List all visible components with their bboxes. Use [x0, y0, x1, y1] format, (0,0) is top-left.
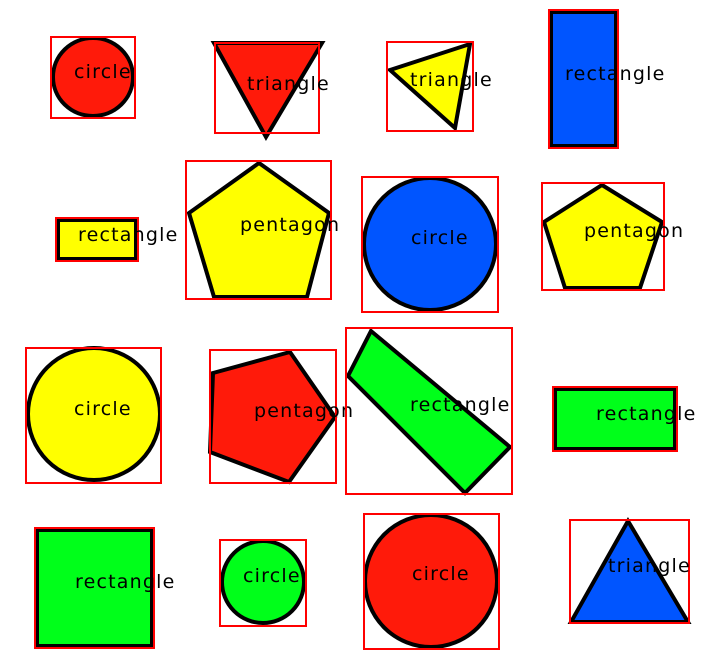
detection-box-12 [552, 386, 678, 452]
shape-13 [35, 528, 154, 648]
detection-box-1 [50, 36, 136, 119]
shape-item-2: triangle [210, 41, 330, 142]
shape-4 [549, 10, 618, 148]
shape-label-9: circle [74, 398, 132, 420]
shape-item-3: triangle [386, 41, 493, 132]
shape-item-4: rectangle [548, 9, 666, 149]
detection-box-8 [541, 182, 665, 291]
shape-6 [186, 160, 332, 299]
shape-label-10: pentagon [254, 400, 354, 422]
detection-box-11 [345, 327, 513, 495]
shape-item-13: rectangle [34, 527, 176, 649]
shape-8 [541, 182, 665, 290]
detection-box-4 [548, 9, 619, 149]
detection-box-3 [386, 41, 474, 132]
shape-label-1: circle [74, 61, 132, 83]
shape-label-6: pentagon [240, 214, 340, 236]
shape-item-5: rectangle [55, 217, 179, 262]
shape-label-13: rectangle [75, 571, 176, 593]
shape-3 [386, 41, 473, 132]
shape-label-14: circle [243, 565, 301, 587]
shape-label-8: pentagon [584, 220, 684, 242]
detection-box-15 [363, 513, 500, 650]
detection-box-10 [209, 349, 337, 484]
shape-item-7: circle [361, 176, 499, 313]
detection-box-9 [25, 347, 162, 484]
detection-box-6 [185, 160, 332, 300]
shape-item-12: rectangle [552, 386, 697, 452]
detection-box-5 [55, 217, 139, 262]
shape-item-16: triangle [567, 517, 692, 624]
detection-box-7 [361, 176, 499, 313]
shape-label-2: triangle [247, 73, 330, 95]
shape-item-9: circle [25, 346, 162, 484]
detection-box-16 [569, 519, 690, 624]
shape-item-14: circle [219, 539, 307, 627]
shape-item-10: pentagon [207, 349, 354, 485]
shape-item-1: circle [50, 36, 136, 119]
shape-label-12: rectangle [596, 403, 697, 425]
shape-label-5: rectangle [78, 224, 179, 246]
detection-box-2 [214, 42, 320, 134]
shape-label-3: triangle [410, 69, 493, 91]
shape-item-8: pentagon [541, 182, 684, 291]
shape-item-15: circle [363, 513, 500, 650]
shape-label-16: triangle [608, 555, 691, 577]
shape-item-11: rectangle [345, 327, 513, 496]
shape-12 [553, 387, 677, 451]
shape-label-7: circle [411, 227, 469, 249]
detection-box-13 [34, 527, 155, 649]
shape-label-4: rectangle [565, 63, 666, 85]
shape-label-15: circle [412, 563, 470, 585]
detection-box-14 [219, 539, 307, 627]
shape-item-6: pentagon [185, 160, 340, 300]
shape-5 [56, 218, 138, 261]
shape-label-11: rectangle [410, 394, 511, 416]
